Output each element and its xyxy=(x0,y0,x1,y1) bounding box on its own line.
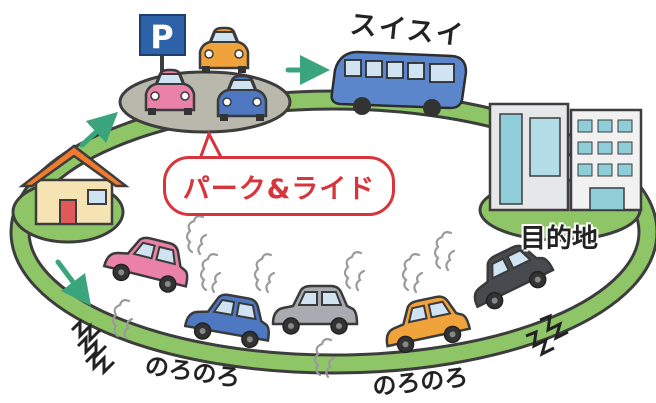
car-icon xyxy=(100,227,197,298)
park-and-ride-label: パーク&ライド xyxy=(182,173,376,205)
park-and-ride-callout: パーク&ライド xyxy=(163,156,395,216)
car-icon xyxy=(198,26,250,75)
parking-sign-letter: P xyxy=(150,18,173,56)
car-icon xyxy=(271,284,359,336)
building-icon xyxy=(488,102,643,212)
parking-lot-icon: P xyxy=(118,14,292,134)
bus-icon xyxy=(330,50,468,117)
house-icon xyxy=(18,144,130,226)
arrow-icon xyxy=(55,55,330,306)
zigzag-vibration-icon xyxy=(70,313,569,376)
destination-label: 目的地 xyxy=(520,224,599,254)
